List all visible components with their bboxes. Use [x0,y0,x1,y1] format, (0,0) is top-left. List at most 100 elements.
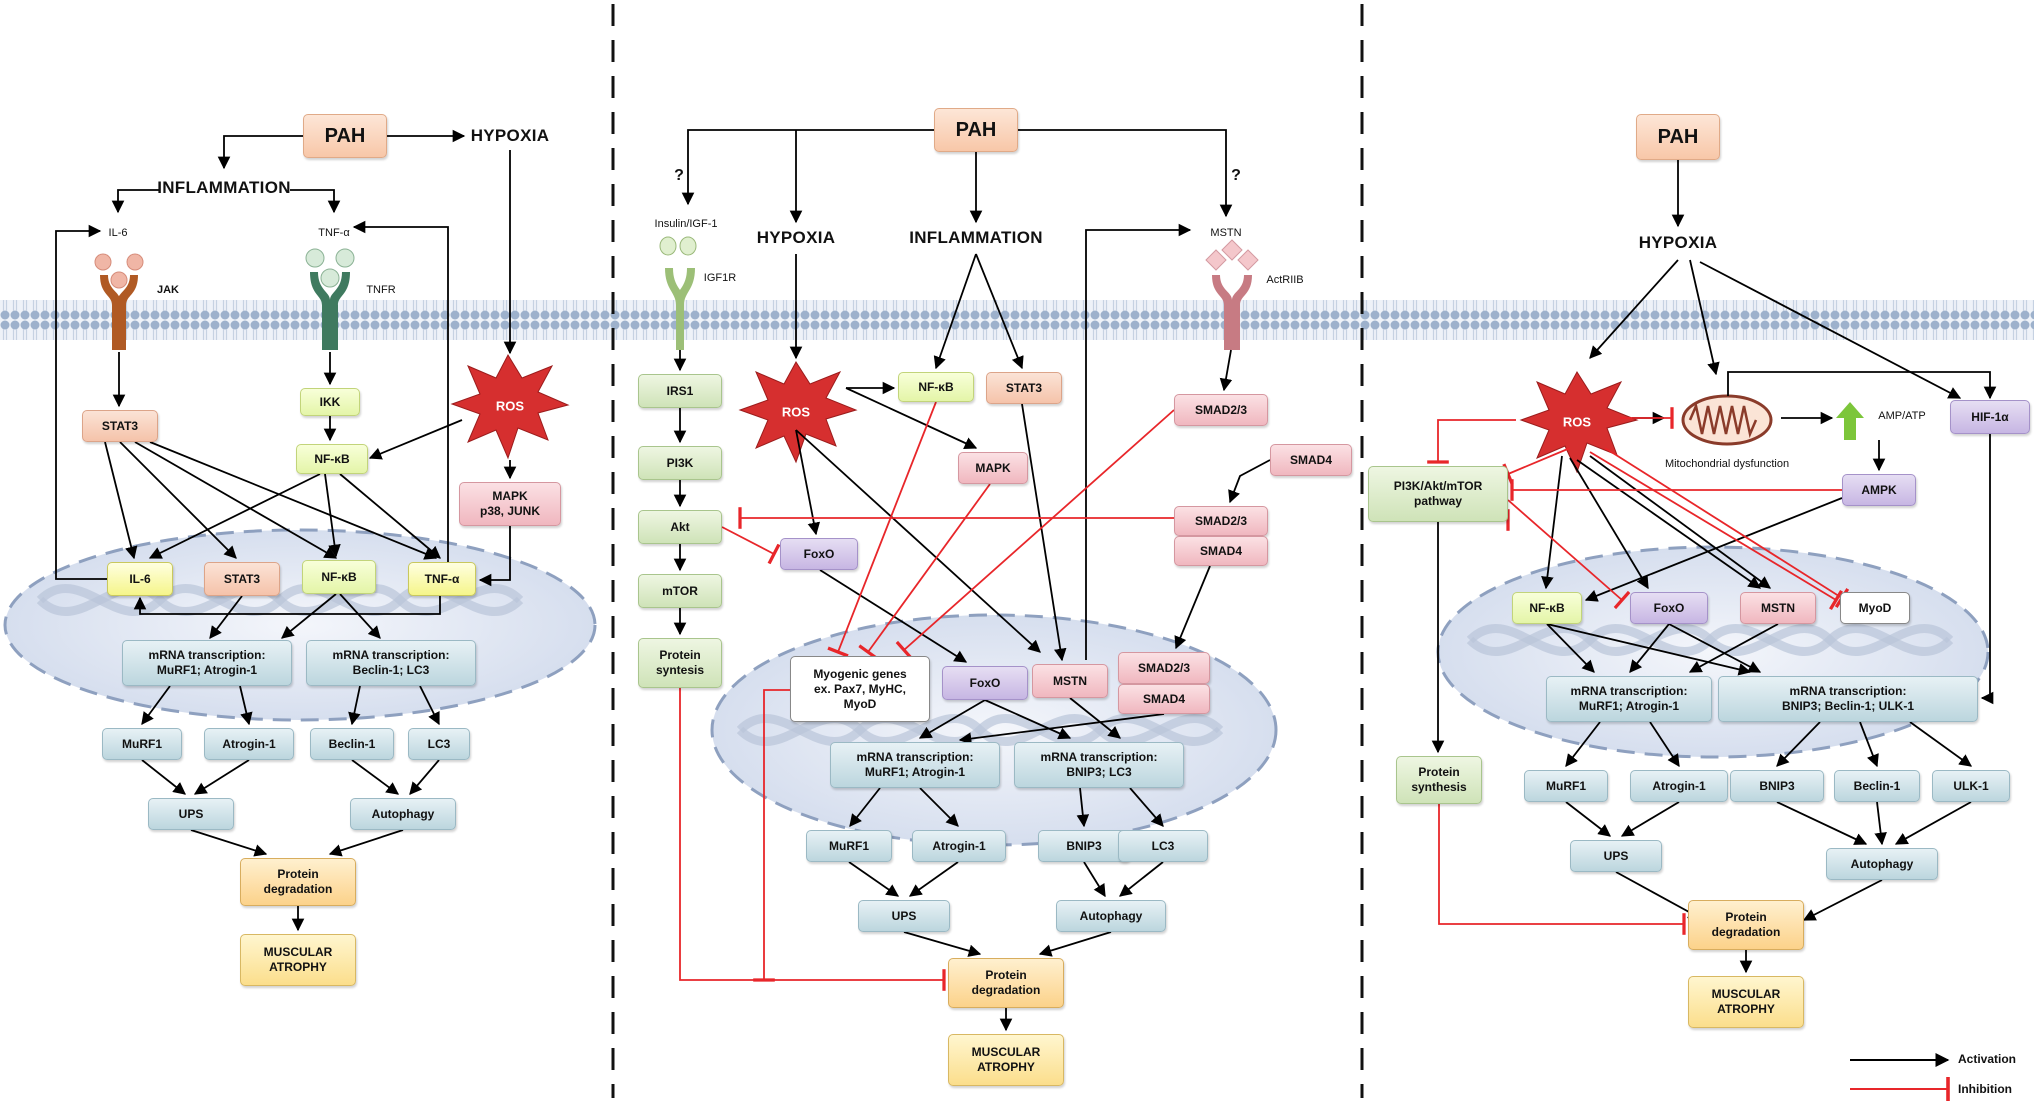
p2-mapk-box: MAPK [958,452,1028,484]
p1-ups-box: UPS [148,798,234,830]
activation-edge-13 [149,441,438,560]
p1-nucleus-il6-box: IL-6 [107,562,173,596]
p3-foxo-box: FoxO [1630,592,1708,624]
p3-bnip3-box: BNIP3 [1730,770,1824,802]
p3-ampk-box: AMPK [1842,474,1916,506]
activation-edge-61 [849,787,881,827]
activation-edge-23 [209,595,243,640]
p2-mstn-ligand-label: MSTN [1210,227,1242,239]
activation-edge-104 [1565,801,1611,837]
p3-nfkb-box: NF-κB [1512,592,1582,624]
p3-mrna-murf1-atrogin-box: mRNA transcription: MuRF1; Atrogin-1 [1546,676,1712,722]
p3-mito-label: Mitochondrial dysfunction [1664,458,1790,470]
p2-smad4-mid-box: SMAD4 [1174,536,1268,566]
activation-edge-31 [409,759,440,795]
activation-edge-21 [281,593,337,639]
p1-protein-degradation-box: Protein degradation [240,858,356,906]
activation-edge-26 [348,685,361,726]
jak-receptor-icon [94,253,144,350]
activation-edge-29 [193,759,250,795]
p2-smad23-box: SMAD2/3 [1174,394,1268,426]
p1-murf1-box: MuRF1 [102,728,182,760]
nucleus-panel1 [3,528,597,722]
activation-edge-51 [1021,403,1067,662]
p2-nucleus-smad23-box: SMAD2/3 [1118,652,1210,684]
inhibition-edge-113 [1427,419,1516,464]
p3-mstn-box: MSTN [1740,592,1816,624]
up-arrow-icon [1836,402,1864,440]
activation-edge-55 [1174,565,1211,650]
p1-muscular-atrophy-box: MUSCULAR ATROPHY [240,934,356,986]
p2-nfkb-box: NF-κB [898,372,974,402]
activation-edge-0 [217,135,303,170]
p1-inflammation-label: INFLAMMATION [157,178,291,197]
activation-edge-92 [1584,497,1843,602]
activation-edge-49 [795,429,821,536]
activation-edge-56 [819,569,968,663]
activation-edge-83 [1727,371,1997,400]
legend-inhibition-label: Inhibition [1958,1082,2012,1096]
p2-mrna-murf1-atrogin-box: mRNA transcription: MuRF1; Atrogin-1 [830,742,1000,788]
p1-nucleus-tnf-box: TNF-α [408,562,476,596]
p2-irs1-box: IRS1 [638,374,722,408]
p1-mapk-box: MAPK p38, JUNK [459,482,561,526]
activation-edge-16 [339,473,441,559]
p1-mrna-murf1-atrogin-box: mRNA transcription: MuRF1; Atrogin-1 [122,640,292,686]
activation-edge-90 [1576,459,1762,589]
p3-pah-box: PAH [1636,114,1720,160]
activation-edge-96 [1629,623,1670,673]
activation-edge-59 [1069,697,1121,739]
activation-edge-24 [141,685,171,726]
p1-ros-label: ROS [495,398,525,414]
p2-insulin-label: Insulin/IGF-1 [654,218,718,230]
activation-edge-70 [1038,931,1112,957]
p2-pi3k-box: PI3K [638,446,722,480]
p2-igf1r-label: IGF1R [703,272,737,284]
mitochondria-icon [1681,394,1773,446]
p2-muscular-atrophy-box: MUSCULAR ATROPHY [948,1034,1064,1086]
p2-hypoxia-label: HYPOXIA [756,228,836,247]
p3-myod-box: MyoD [1840,592,1910,624]
p2-nucleus-foxo-box: FoxO [942,666,1028,700]
p1-stat3-box: STAT3 [82,410,158,442]
activation-edge-19 [55,224,107,580]
p2-question-right: ? [1231,167,1241,184]
activation-edge-102 [1859,721,1879,768]
inhibition-edge-75 [858,483,991,660]
activation-edge-62 [919,787,959,827]
inhibition-edge-78 [753,689,790,982]
p3-beclin1-box: Beclin-1 [1834,770,1920,802]
p1-tnfr-label: TNFR [366,284,396,296]
p2-stat3-box: STAT3 [986,372,1062,404]
activation-edge-82 [1699,261,1962,399]
activation-edge-40 [933,253,977,370]
ros-star-icon-2 [738,361,858,464]
activation-edge-58 [918,699,986,739]
activation-edge-3 [290,189,341,214]
activation-edge-53 [1219,349,1233,392]
p2-mtor-box: mTOR [638,574,722,608]
activation-edge-66 [908,861,959,897]
activation-edge-10 [104,441,138,560]
activation-edge-108 [1894,801,1972,845]
p2-actriib-label: ActRIIB [1266,274,1304,286]
activation-edge-68 [1119,861,1164,897]
activation-edge-27 [419,685,440,726]
activation-edge-17 [478,526,511,587]
cell-membrane [0,300,2034,340]
ros-star-icon-3 [1519,371,1639,474]
actriib-receptor-icon [1205,239,1259,350]
p1-nucleus-nfkb-box: NF-κB [302,560,376,594]
p3-ros-label: ROS [1562,414,1592,430]
activation-edge-48 [845,387,978,449]
p3-ulk1-box: ULK-1 [1932,770,2010,802]
p3-protein-synthesis-box: Protein synthesis [1396,756,1482,804]
activation-edge-105 [1620,801,1680,837]
activation-edge-50 [795,429,1041,653]
nucleus-panel2 [710,613,1278,847]
p1-hypoxia-label: HYPOXIA [470,126,550,145]
p2-autophagy-box: Autophagy [1056,900,1166,932]
activation-edge-103 [1909,721,1973,767]
p2-ros-label: ROS [781,404,811,420]
inhibition-edge-72 [721,526,781,565]
